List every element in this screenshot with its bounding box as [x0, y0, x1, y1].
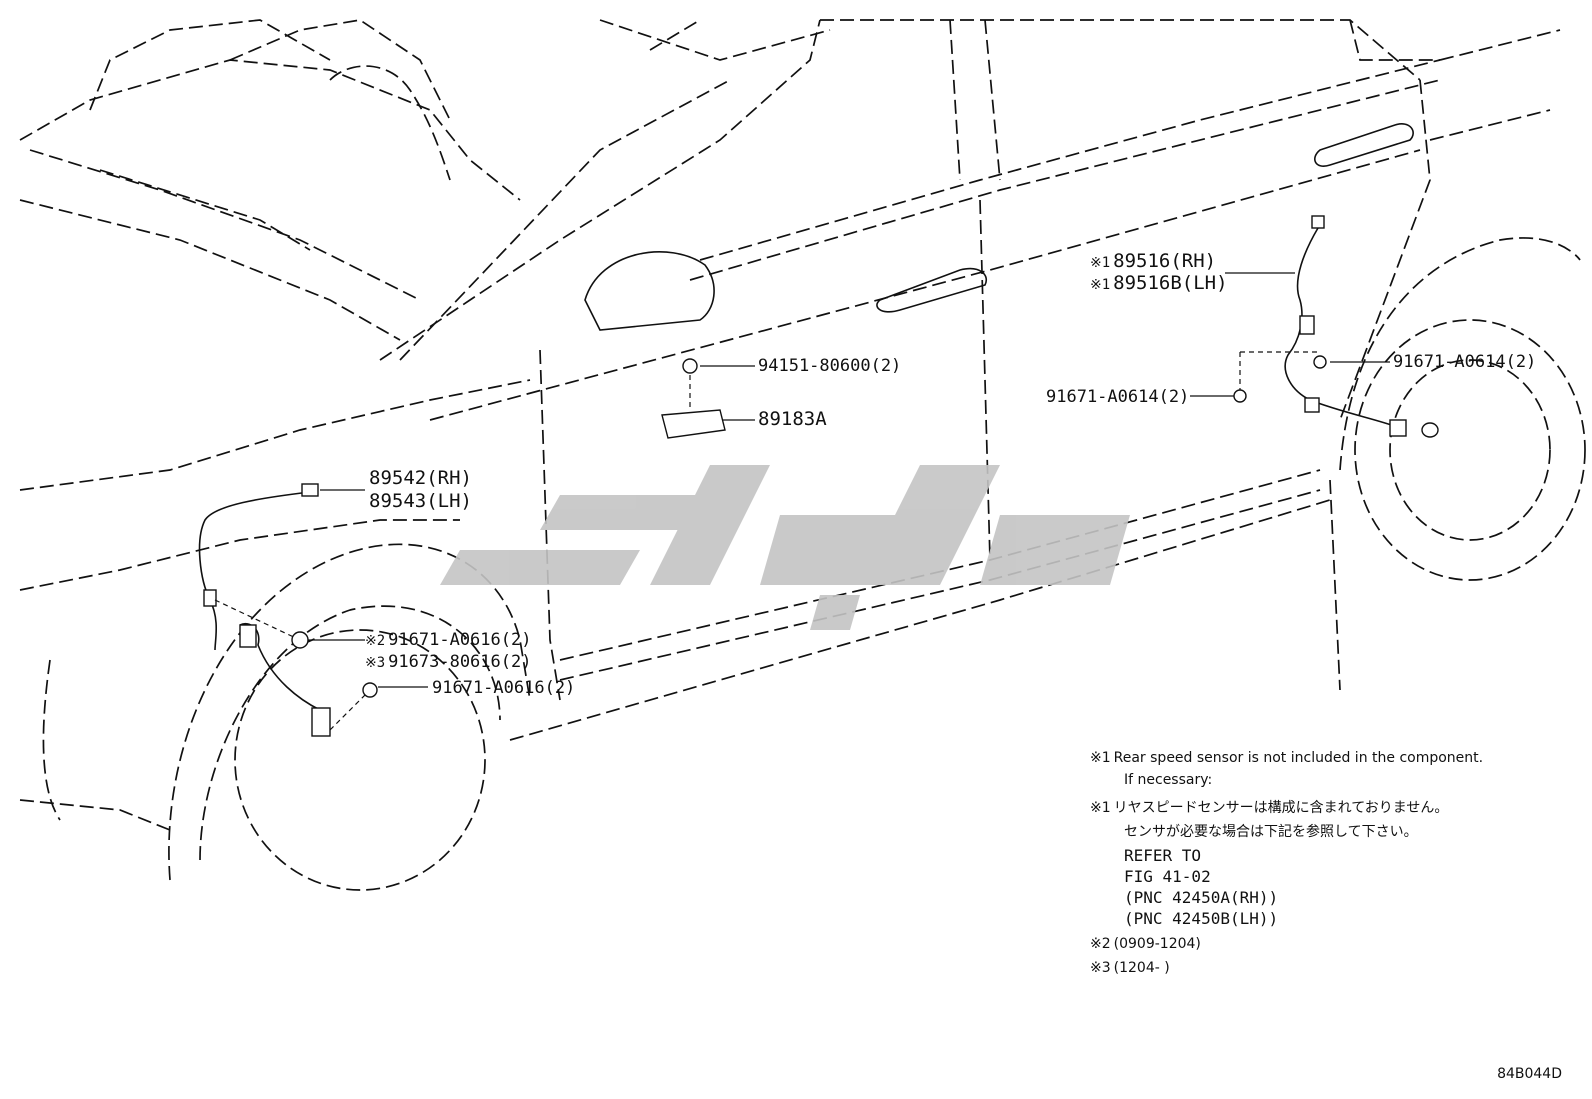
note-en-text: Rear speed sensor is not included in the…: [1113, 750, 1484, 766]
front-bolt-c-label: 91671-A0616(2): [432, 678, 576, 698]
note-3-text: (1204- ): [1113, 960, 1170, 976]
front-bolt-b-pn: 91673-80616(2): [388, 652, 532, 672]
note-mark: ※1: [1090, 750, 1111, 766]
yaw-sensor-label: 89183A: [758, 408, 827, 430]
nut-label: 94151-80600(2): [758, 356, 902, 376]
note-mark: ※1: [1090, 800, 1111, 816]
note-3: ※3(1204- ): [1090, 958, 1170, 978]
rear-bolt-right-label: 91671-A0614(2): [1393, 352, 1537, 372]
note-2-text: (0909-1204): [1113, 936, 1201, 952]
rear-sensor-rh: 89516(RH): [1113, 250, 1217, 272]
note-en-line2: If necessary:: [1124, 772, 1213, 788]
note-ref-mark: ※1: [1090, 277, 1111, 293]
watermark-logo: [440, 465, 1130, 630]
note-ref-mark: ※1: [1090, 255, 1111, 271]
front-sensor-lh-label: 89543(LH): [369, 490, 472, 512]
note-jp-line2: センサが必要な場合は下記を参照して下さい。: [1124, 824, 1418, 840]
front-bolt-a-pn: 91671-A0616(2): [388, 630, 532, 650]
note-pnc-rh: (PNC 42450A(RH)): [1124, 888, 1279, 907]
note-ref-mark: ※2: [365, 633, 386, 649]
note-fig: FIG 41-02: [1124, 867, 1211, 886]
front-sensor-rh-label: 89542(RH): [369, 467, 472, 489]
note-ref-mark: ※3: [365, 655, 386, 671]
note-mark: ※3: [1090, 960, 1111, 976]
rear-sensor-lh: 89516B(LH): [1113, 272, 1228, 294]
note-pnc-lh: (PNC 42450B(LH)): [1124, 909, 1279, 928]
rear-bolt-left-label: 91671-A0614(2): [1046, 387, 1190, 407]
note-2: ※2(0909-1204): [1090, 934, 1201, 954]
note-jp-text: リヤスピードセンサーは構成に含まれておりません。: [1113, 800, 1449, 816]
note-refer: REFER TO: [1124, 846, 1202, 865]
note-mark: ※2: [1090, 936, 1111, 952]
figure-id: 84B044D: [1497, 1066, 1562, 1082]
